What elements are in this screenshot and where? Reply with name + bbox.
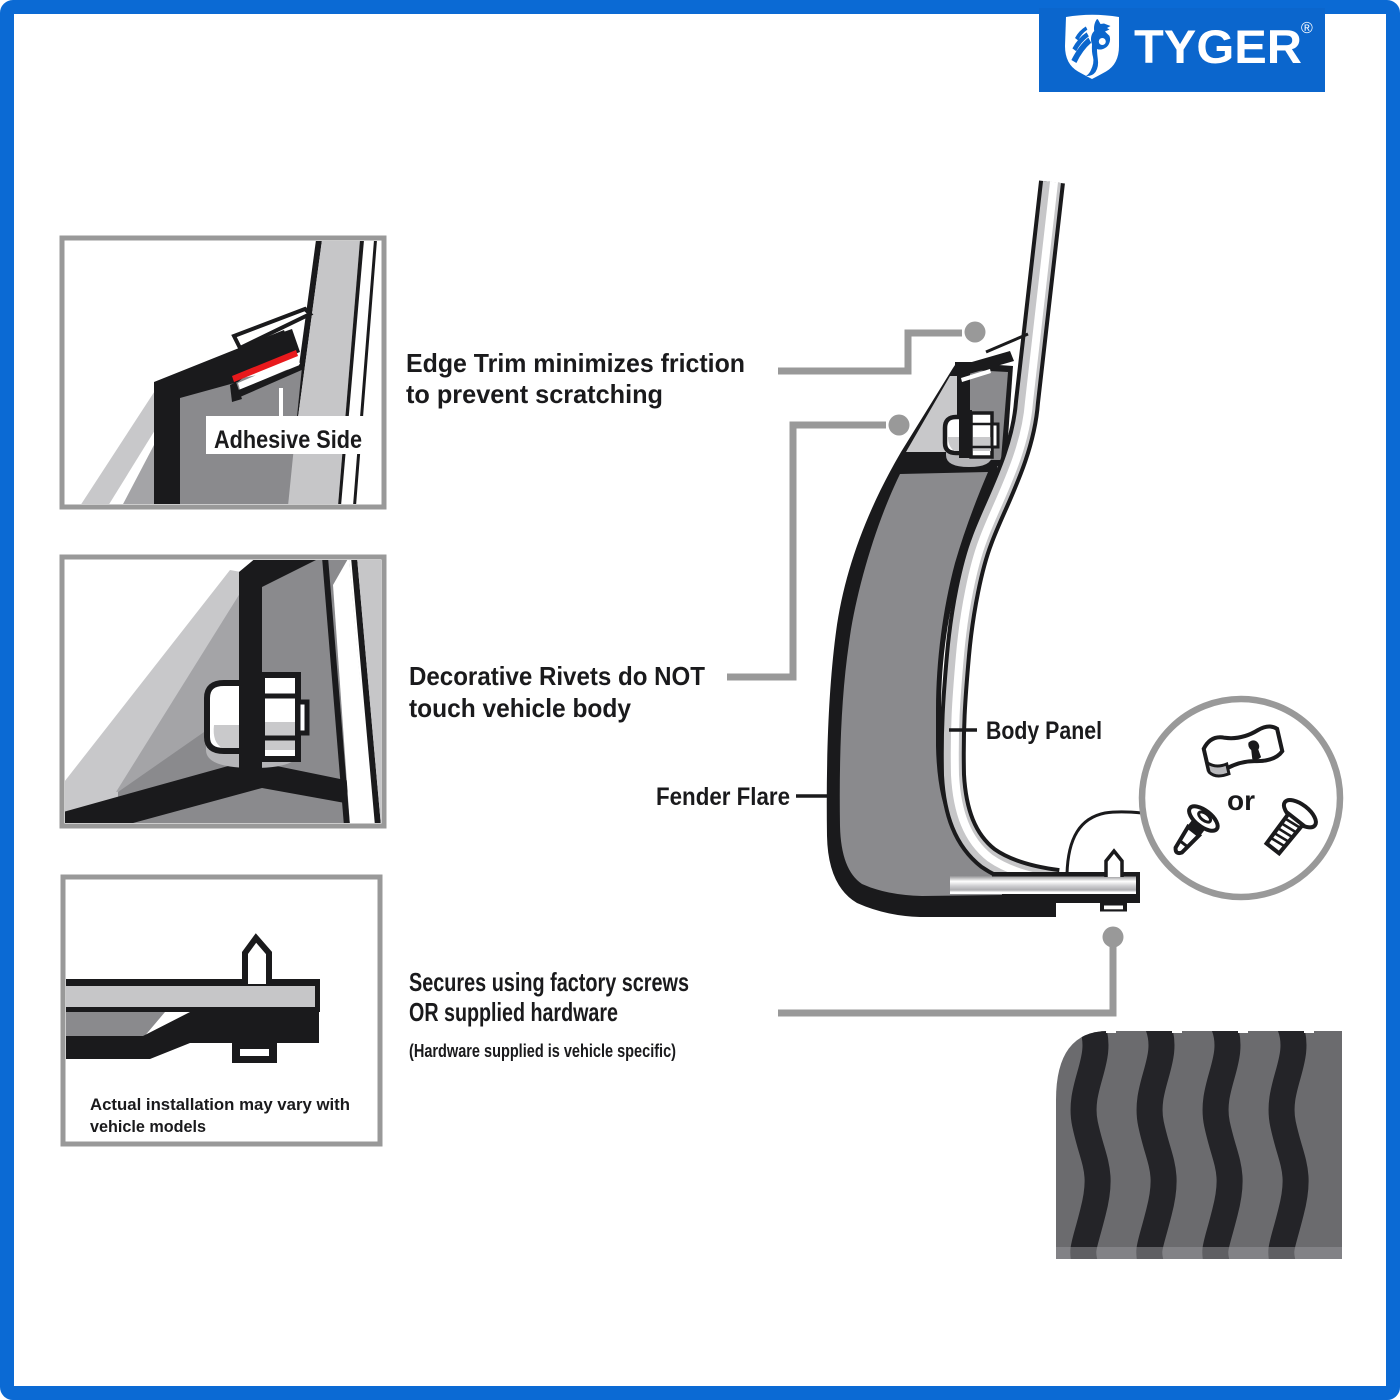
svg-text:touch vehicle body: touch vehicle body [409,693,631,723]
svg-text:Edge Trim minimizes friction: Edge Trim minimizes friction [406,348,745,378]
svg-text:OR supplied hardware: OR supplied hardware [409,997,618,1027]
svg-text:®: ® [1301,20,1313,37]
svg-text:Decorative Rivets do NOT: Decorative Rivets do NOT [409,661,705,691]
svg-text:to prevent scratching: to prevent scratching [406,379,663,409]
svg-text:Body Panel: Body Panel [986,717,1102,745]
svg-text:vehicle models: vehicle models [90,1117,206,1136]
svg-text:Actual installation may vary w: Actual installation may vary with [90,1095,350,1114]
svg-text:Secures using factory screws: Secures using factory screws [409,967,689,997]
svg-text:TYGER: TYGER [1134,20,1302,73]
svg-text:(Hardware supplied is vehicle: (Hardware supplied is vehicle specific) [409,1040,676,1061]
svg-text:Adhesive Side: Adhesive Side [214,426,362,454]
svg-text:Fender Flare: Fender Flare [656,783,790,811]
svg-text:or: or [1227,785,1255,816]
